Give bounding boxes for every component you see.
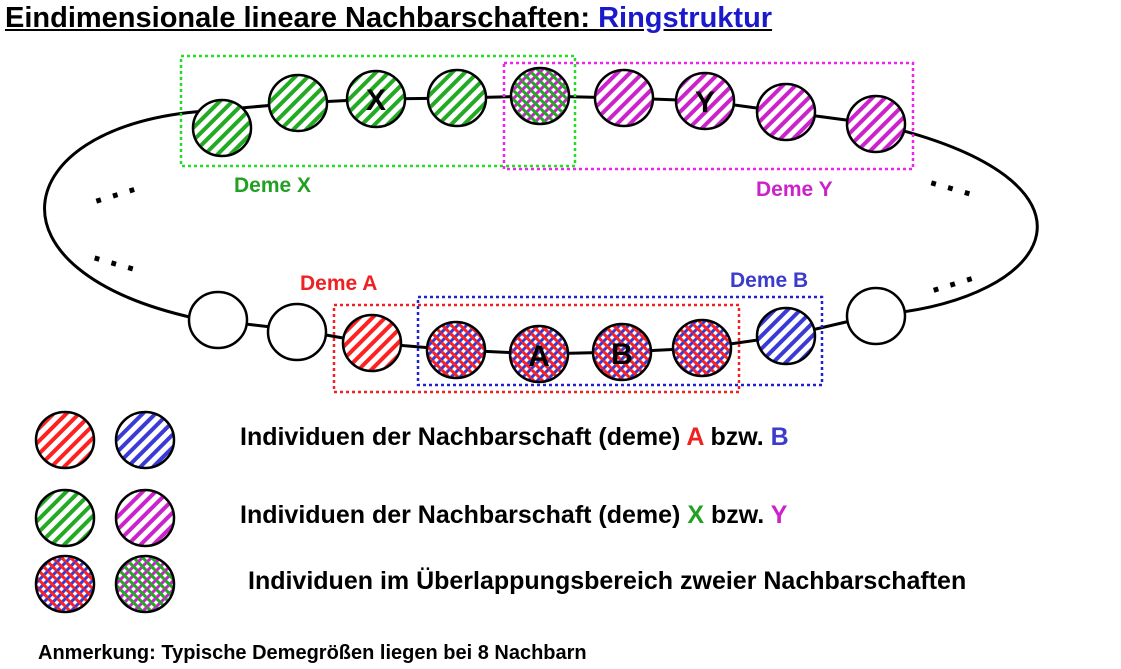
legend-description: Individuen der Nachbarschaft (deme) (240, 501, 688, 529)
empty-individual (845, 286, 907, 346)
page-title: Eindimensionale lineare Nachbarschaften:… (5, 2, 772, 35)
red-individual (341, 313, 403, 373)
deme-b-label: Deme B (730, 269, 808, 292)
legend-separator: bzw. (704, 501, 771, 529)
legend-key-y: Y (770, 501, 788, 529)
blue-individual (755, 306, 817, 366)
legend-icons (34, 410, 176, 470)
ring-diagram: X Y A B Deme X Deme Y Deme A Deme B ... … (43, 54, 1039, 394)
legend-text: Individuen im Überlappungsbereich zweier… (248, 567, 966, 596)
legend-separator: bzw. (703, 423, 771, 451)
legend-icons (34, 554, 176, 614)
legend-description: Individuen im Überlappungsbereich zweier… (248, 567, 967, 595)
overlap-individual-b (591, 322, 653, 382)
overlap-individual-ab (425, 320, 487, 380)
ellipsis-top-left: ... (86, 160, 147, 212)
green-individual (426, 68, 488, 128)
green-individual-x (345, 69, 407, 129)
green-individual (191, 98, 253, 158)
circle-letter-a: A (528, 340, 550, 373)
deme-a-label: Deme A (300, 272, 377, 295)
deme-x-label: Deme X (234, 174, 311, 197)
overlap-individual-ab (671, 318, 733, 378)
green-hatch-icon (34, 488, 96, 548)
empty-individual (266, 302, 328, 362)
magenta-individual (845, 94, 907, 154)
legend-row-demes-xy: Individuen der Nachbarschaft (deme) X bz… (30, 487, 1110, 549)
title-link-ringstruktur[interactable]: Ringstruktur (598, 2, 773, 34)
legend-icons (34, 488, 176, 548)
red-blue-crosshatch-icon (34, 554, 96, 614)
legend-key-x: X (687, 501, 705, 529)
title-prefix: Eindimensionale lineare Nachbarschaften: (5, 2, 599, 34)
legend-text: Individuen der Nachbarschaft (deme) A bz… (240, 423, 789, 452)
magenta-individual (755, 82, 817, 142)
legend-description: Individuen der Nachbarschaft (deme) (240, 423, 687, 451)
legend-text: Individuen der Nachbarschaft (deme) X bz… (240, 501, 787, 530)
deme-y-box (502, 61, 915, 171)
legend-key-b: B (770, 423, 789, 451)
empty-individual (187, 290, 249, 350)
magenta-individual-y (674, 71, 736, 131)
red-hatch-icon (34, 410, 96, 470)
blue-hatch-icon (114, 410, 176, 470)
ellipsis-top-right: ... (926, 156, 987, 207)
legend-key-a: A (686, 423, 704, 451)
footnote: Anmerkung: Typische Demegrößen liegen be… (38, 642, 587, 664)
overlap-individual-xy (509, 66, 571, 126)
circle-letter-b: B (611, 338, 633, 371)
deme-y-label: Deme Y (756, 178, 833, 201)
circle-letter-y: Y (695, 86, 715, 119)
circle-letter-x: X (366, 84, 386, 117)
overlap-individual-a (508, 324, 570, 384)
green-magenta-crosshatch-icon (114, 554, 176, 614)
legend-row-overlap: Individuen im Überlappungsbereich zweier… (30, 553, 1110, 615)
magenta-individual (593, 68, 655, 128)
ellipsis-bottom-left: ... (90, 231, 151, 282)
legend-row-demes-ab: Individuen der Nachbarschaft (deme) A bz… (30, 409, 1110, 471)
green-individual (267, 73, 329, 133)
magenta-hatch-icon (114, 488, 176, 548)
